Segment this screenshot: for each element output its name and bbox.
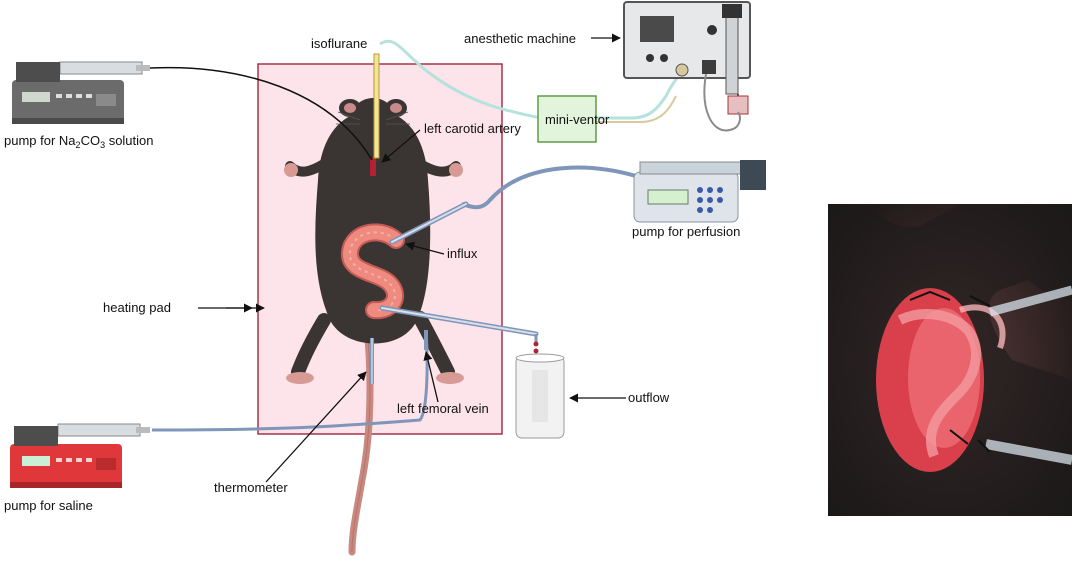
label-isoflurane: isoflurane [311,36,367,51]
perfusion-line [461,165,637,210]
intestine [341,223,405,320]
label-outflow: outflow [628,390,670,405]
syringe-pump-icon [10,423,150,488]
surgery-photo-icon [828,204,1072,516]
syringe-pump-icon [12,61,150,124]
na2co3-line [149,66,373,161]
mini-ventor-box [537,95,597,143]
label-anesthetic-machine: anesthetic machine [464,31,576,46]
label-left-femoral-vein: left femoral vein [397,401,489,416]
label-pump-perfusion: pump for perfusion [632,224,740,239]
label-left-carotid-artery: left carotid artery [424,121,521,136]
isoflurane-tube [373,53,380,159]
saline-line [151,329,429,432]
label-pump-na2co3: pump for Na2CO3 solution [4,133,154,150]
gas-line [379,39,541,120]
label-mini-ventor: mini-ventor [545,112,610,127]
anesthesia-machine-icon [623,1,751,132]
label-thermometer: thermometer [214,480,288,495]
beaker-icon [515,353,565,439]
infusion-pump-icon [633,160,766,223]
label-influx: influx [447,246,478,261]
label-heating-pad: heating pad [103,300,171,315]
label-pump-saline: pump for saline [4,498,93,513]
